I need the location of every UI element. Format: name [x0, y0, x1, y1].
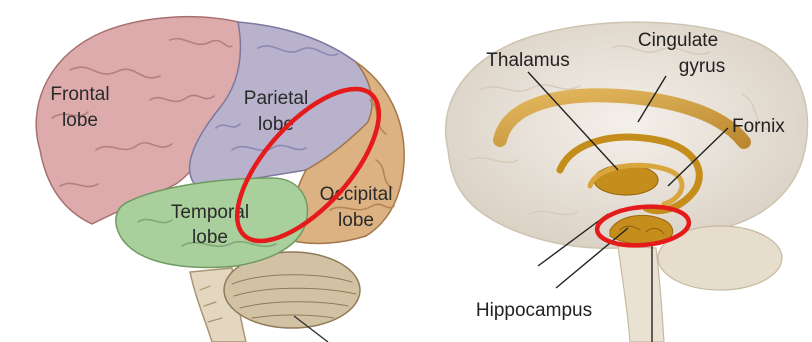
- fornix-label: Fornix: [732, 116, 785, 137]
- occipital-lobe-label-2: lobe: [338, 210, 374, 231]
- cingulate-gyrus-label-2: gyrus: [679, 56, 725, 77]
- frontal-lobe-label-2: lobe: [62, 110, 98, 131]
- temporal-lobe-label-2: lobe: [192, 227, 228, 248]
- frontal-lobe-label: Frontal: [50, 84, 109, 105]
- parietal-lobe-label: Parietal: [244, 88, 308, 109]
- cingulate-gyrus-label: Cingulate: [638, 30, 718, 51]
- right-brainstem: [618, 246, 664, 342]
- limbic-brain: Thalamus Cingulate gyrus Fornix Hippocam…: [446, 22, 808, 342]
- lateral-brain: Frontal lobe Parietal lobe Temporal lobe…: [36, 17, 404, 342]
- thalamus-label: Thalamus: [486, 50, 569, 71]
- hippocampus-label: Hippocampus: [476, 300, 592, 321]
